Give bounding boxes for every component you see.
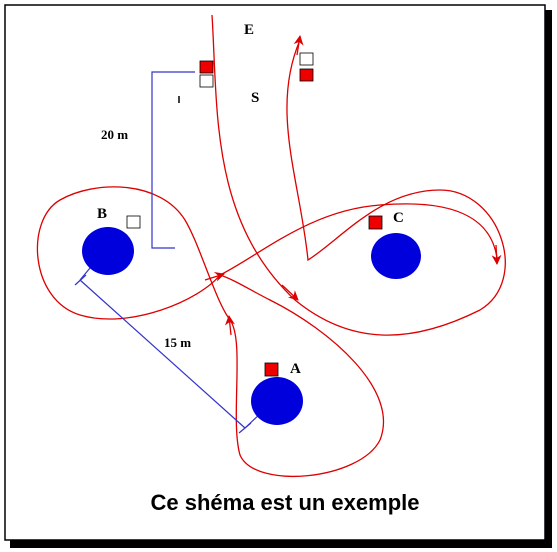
marker-b-empty bbox=[126, 215, 141, 229]
marker-exit-empty bbox=[299, 52, 314, 66]
label-tree-c: C bbox=[393, 210, 404, 226]
marker-a-filled bbox=[264, 362, 279, 377]
arrow-a-loop bbox=[224, 315, 235, 336]
measure-line-15m bbox=[79, 279, 246, 429]
measure-line-20m bbox=[151, 71, 195, 249]
label-entry: E bbox=[244, 22, 254, 38]
route-path-b bbox=[36, 186, 231, 321]
label-tree-b: B bbox=[97, 206, 107, 222]
route-path-a bbox=[219, 274, 385, 478]
caption: Ce shéma est un exemple bbox=[150, 490, 419, 515]
marker-exit-filled bbox=[299, 68, 314, 82]
tree-c bbox=[371, 233, 421, 279]
arrow-c-loop bbox=[491, 244, 502, 265]
frame bbox=[4, 4, 546, 541]
route-path-cross bbox=[219, 203, 498, 276]
marker-entry-filled bbox=[199, 60, 214, 74]
tree-a bbox=[251, 377, 303, 425]
arrow-b-loop bbox=[204, 271, 225, 282]
marker-c-filled bbox=[368, 215, 383, 230]
label-tree-a: A bbox=[290, 361, 301, 377]
label-distance-15m: 15 m bbox=[164, 335, 191, 350]
label-distance-20m: 20 m bbox=[101, 127, 128, 142]
tree-b bbox=[82, 227, 134, 275]
label-exit: S bbox=[251, 90, 259, 106]
route-path-c bbox=[211, 14, 506, 336]
arrow-exit bbox=[293, 35, 304, 56]
marker-entry-empty bbox=[199, 74, 214, 88]
arrow-entry bbox=[281, 284, 299, 301]
